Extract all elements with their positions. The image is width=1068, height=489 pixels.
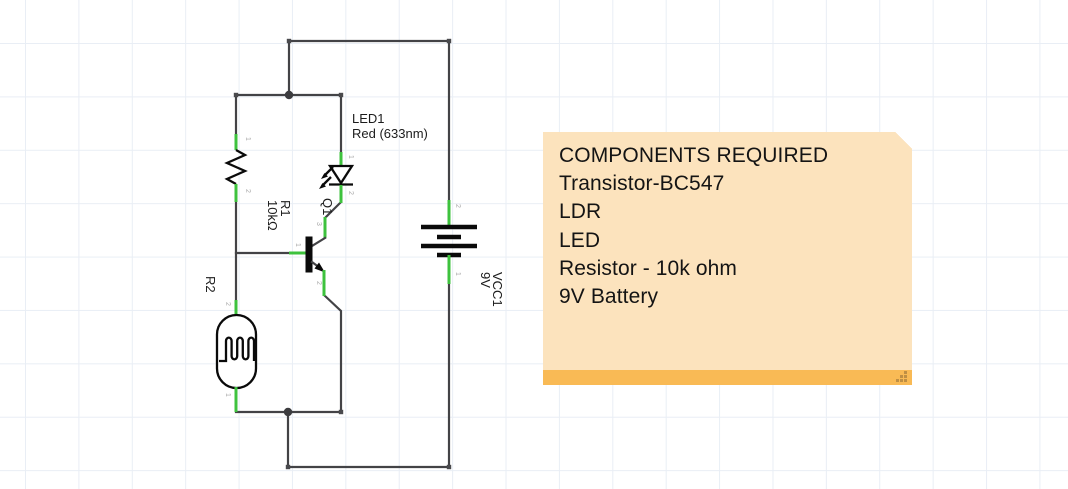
led-pin-top-number: 1 — [347, 155, 354, 159]
r1-ref-label: R1 — [278, 200, 293, 217]
battery-value-label: 9V — [478, 272, 493, 288]
wire-emitter-down[interactable] — [322, 293, 343, 414]
battery-ref-label: VCC1 — [490, 272, 505, 307]
led-light-arrows — [319, 166, 334, 189]
r1-value-label: 10kΩ — [265, 200, 280, 231]
battery-pin-top-number: 2 — [454, 204, 461, 208]
wire-top-rail[interactable] — [287, 39, 451, 203]
resistor-r1[interactable]: 1 2 R1 10kΩ — [224, 134, 293, 231]
q1-emitter-arrow — [314, 262, 325, 273]
note-resize-grip[interactable] — [894, 371, 907, 382]
note-bottom-bar — [543, 370, 912, 385]
led-ref-label: LED1 — [352, 111, 385, 126]
ldr-pin-bottom-number: 1 — [224, 393, 231, 397]
q1-pin-emitter-number: 2 — [315, 281, 322, 285]
transistor-q1[interactable]: 1 3 2 Q1 — [289, 198, 335, 296]
note-line: LDR — [559, 200, 602, 224]
led-triangle — [327, 164, 355, 186]
note-text-block[interactable]: COMPONENTS REQUIRED Transistor-BC547 LDR… — [559, 142, 898, 311]
q1-base-bar — [305, 236, 313, 273]
r1-pin-bottom-number: 2 — [244, 189, 251, 193]
led-pin-bottom-number: 2 — [347, 191, 354, 195]
note-title: COMPONENTS REQUIRED — [559, 144, 829, 167]
r1-pin-top-number: 1 — [244, 137, 251, 141]
wire-ground-return[interactable] — [286, 281, 451, 469]
note-line: 9V Battery — [559, 285, 659, 309]
ldr-element — [219, 336, 256, 363]
note-line: Transistor-BC547 — [559, 172, 725, 196]
junction-top — [284, 90, 294, 100]
wires — [234, 39, 451, 469]
note-line: LED — [559, 228, 601, 252]
note-line: Resistor - 10k ohm — [559, 256, 738, 280]
r1-zigzag — [224, 148, 248, 186]
q1-pin-base-number: 1 — [294, 243, 301, 247]
q1-ref-label: Q1 — [320, 198, 335, 215]
battery-vcc1[interactable]: 2 1 VCC1 9V — [421, 200, 505, 307]
q1-collector-lead — [310, 236, 327, 248]
sticky-note[interactable]: COMPONENTS REQUIRED Transistor-BC547 LDR… — [543, 132, 912, 385]
q1-pin-collector-number: 3 — [315, 222, 322, 226]
ldr-pin-top-number: 2 — [224, 302, 231, 306]
photoresistor-r2[interactable]: 2 1 R2 — [203, 276, 258, 412]
led-value-label: Red (633nm) — [352, 126, 428, 141]
junctions — [233, 38, 452, 470]
junction-bottom — [283, 407, 293, 417]
ldr-ref-label: R2 — [203, 276, 218, 293]
battery-pin-bottom-number: 1 — [454, 272, 461, 276]
led-led1[interactable]: 1 2 LED1 Red (633nm) — [319, 111, 428, 203]
wire-cathode-diagonal[interactable] — [323, 200, 343, 220]
